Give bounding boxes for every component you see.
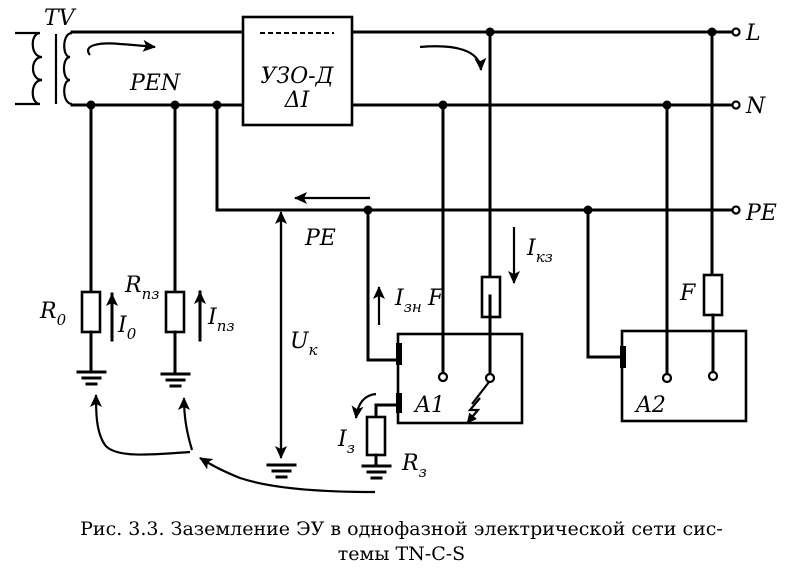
rcd-name: УЗО-Д [261,64,335,89]
ground-current-arrow-icon [90,394,191,456]
resistor-icon [80,290,102,334]
device2-label: A2 [634,393,666,418]
rcd-symbol: ΔI [284,88,311,113]
ground-current-arrow-icon [178,397,194,451]
primary-winding-icon [31,31,43,106]
iz-label: Iз [337,427,355,457]
resistor-icon [365,415,387,457]
line-N-label: N [745,94,766,119]
enclosure-terminal [620,346,626,368]
r0-label: R0 [39,299,67,329]
enclosure-terminal [396,393,402,413]
protective-conductor-PE [215,103,734,212]
fuse-icon [702,273,724,317]
rcd-device: УЗО-Д ΔI [241,15,354,127]
terminal-PE [731,205,741,215]
repeat-grounding-rpz: Rпз Iпз [124,103,235,388]
transformer-label: TV [44,6,77,31]
line-PE-label: PE [745,201,777,226]
resistor-icon [164,290,186,334]
line-L-label: L [745,21,761,46]
rpz-label: Rпз [124,273,159,303]
uk-label: Uк [290,329,318,359]
terminal-N [731,100,741,110]
ikz-label: Iкз [526,236,553,266]
touch-voltage-uk: Uк [266,211,318,479]
figure-caption-line1: Рис. 3.3. Заземление ЭУ в однофазной эле… [80,518,723,540]
pen-label: PEN [129,71,181,96]
terminal-L [731,27,741,37]
short-circuit-icon [466,397,481,424]
fuse1-label: F [427,286,444,311]
ground-current-arrow-icon [199,457,376,494]
figure-caption-line2: темы TN-C-S [337,543,466,565]
transformer-tv: TV [15,6,77,106]
secondary-winding-icon [62,31,73,106]
izn-label: Iзн [394,286,422,316]
fuse2-label: F [679,281,696,306]
device-a1: Iзн F Iкз A1 [366,30,553,425]
device-a2: F A2 [586,30,748,423]
device1-label: A1 [413,393,445,418]
neutral-grounding-r0: R0 I0 [39,103,137,386]
i0-label: I0 [117,313,137,343]
current-arrow-icon [351,392,377,419]
device-grounding-rz: Iз Rз [337,392,427,481]
current-flow-arrow-icon [419,45,487,71]
rz-label: Rз [401,451,427,481]
pe-bus-label: PE [304,226,336,251]
enclosure-terminal [396,343,402,365]
current-flow-arrow-icon [87,39,156,56]
ipz-label: Iпз [207,305,235,335]
